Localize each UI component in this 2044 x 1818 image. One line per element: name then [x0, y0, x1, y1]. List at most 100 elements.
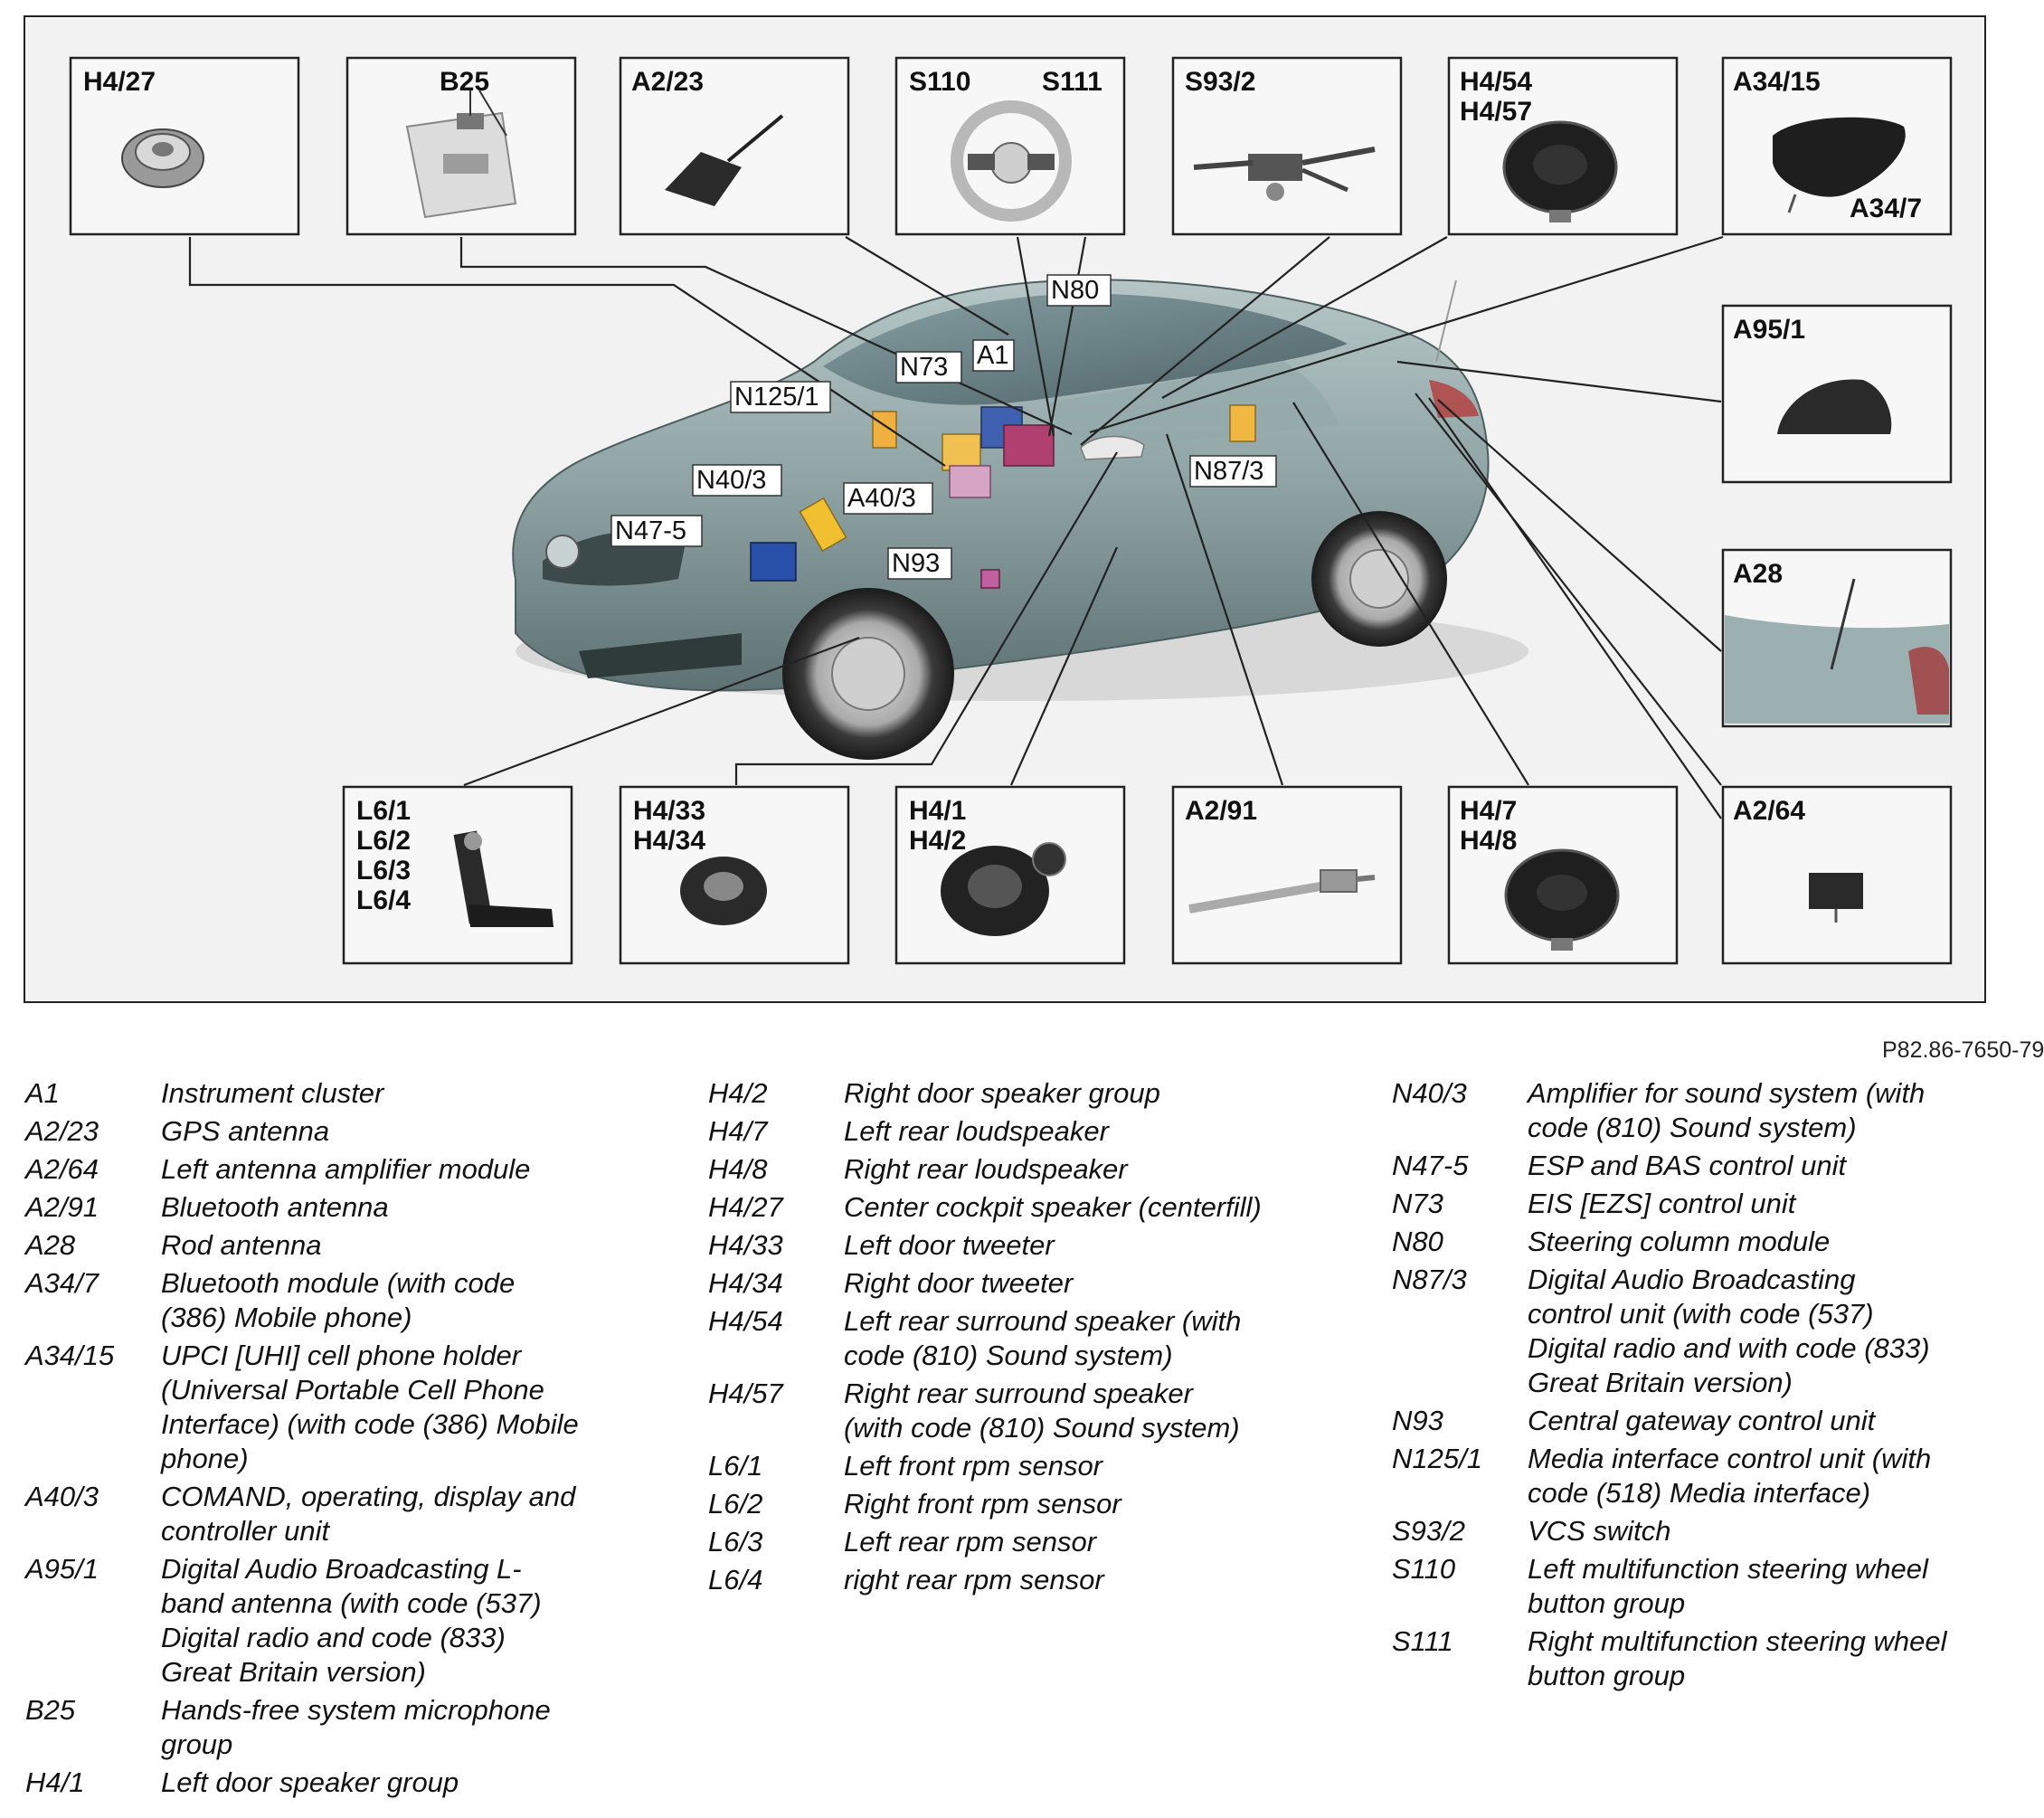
box-s93-2: [1171, 56, 1403, 236]
phone-holder-icon: [1773, 117, 1906, 213]
legend-code: A34/15: [25, 1340, 115, 1371]
legend-description: EIS [EZS] control unit: [1528, 1188, 1796, 1219]
legend-code: N93: [1392, 1405, 1443, 1436]
box-label: S110: [909, 67, 970, 97]
callout-label: N73: [900, 353, 948, 382]
legend-code: H4/27: [708, 1191, 783, 1223]
legend-code: A2/91: [25, 1191, 99, 1223]
callout-box: [895, 351, 962, 383]
legend-code: L6/1: [708, 1450, 763, 1482]
legend-code: A28: [25, 1229, 76, 1261]
legend-description: Bluetooth module (with code (386) Mobile…: [161, 1267, 516, 1333]
legend-code: H4/8: [708, 1153, 768, 1185]
legend-description: Right front rpm sensor: [844, 1488, 1121, 1520]
component-location-diagram: H4/27B25A2/23S110S111S93/2H4/54H4/57A34/…: [24, 15, 1986, 1003]
callout-box: [887, 547, 952, 580]
callout-box: [1189, 455, 1277, 488]
legend-description: Left rear rpm sensor: [844, 1526, 1097, 1558]
callout-label: N125/1: [734, 383, 819, 412]
legend-code: S93/2: [1392, 1515, 1466, 1547]
legend-code: S110: [1392, 1553, 1456, 1585]
legend-row: A28 Rod antenna: [25, 1228, 677, 1263]
legend-description: Left door tweeter: [844, 1229, 1055, 1261]
box-label: H4/8: [1460, 826, 1517, 856]
legend-description: VCS switch: [1528, 1515, 1671, 1547]
box-label: H4/33: [633, 796, 705, 826]
box-a2-91: [1171, 785, 1403, 965]
legend-description: Left door speaker group: [161, 1766, 459, 1798]
legend-code: N87/3: [1392, 1264, 1467, 1295]
legend-row: A2/64 Left antenna amplifier module: [25, 1152, 677, 1187]
legend-code: A34/7: [25, 1267, 99, 1299]
legend-description: Left multifunction steering wheel button…: [1528, 1553, 1928, 1619]
legend-row: N73 EIS [EZS] control unit: [1392, 1187, 1989, 1221]
legend-description: ESP and BAS control unit: [1528, 1150, 1847, 1181]
box-label: L6/3: [356, 856, 411, 885]
legend-description: Right door speaker group: [844, 1077, 1160, 1109]
callout-label: N93: [892, 549, 940, 578]
legend-code: H4/7: [708, 1115, 768, 1147]
box-label: A2/64: [1733, 796, 1805, 826]
box-label: A28: [1733, 559, 1783, 589]
legend-code: N73: [1392, 1188, 1443, 1219]
legend-code: A2/64: [25, 1153, 99, 1185]
legend-row: S93/2 VCS switch: [1392, 1514, 1989, 1548]
legend-row: A2/91 Bluetooth antenna: [25, 1190, 677, 1225]
box-label: A95/1: [1733, 315, 1805, 345]
rod-antenna-icon: [1725, 578, 1949, 724]
box-label: A34/7: [1850, 194, 1922, 223]
gps-antenna-icon: [665, 114, 784, 206]
callout-label: N87/3: [1194, 457, 1263, 486]
legend-description: Rod antenna: [161, 1229, 322, 1261]
callout-box: [972, 339, 1015, 372]
antenna-amplifier-icon: [1809, 873, 1863, 923]
legend-description: COMAND, operating, display and controlle…: [161, 1481, 576, 1547]
box-label: S93/2: [1185, 67, 1255, 97]
legend-description: Instrument cluster: [161, 1077, 384, 1109]
legend-description: right rear rpm sensor: [844, 1564, 1104, 1595]
box-label: A2/91: [1185, 796, 1257, 826]
legend-description: GPS antenna: [161, 1115, 330, 1147]
rear-loudspeaker-icon: [1504, 848, 1620, 951]
box-h4-27: [69, 56, 300, 236]
box-label: A34/15: [1733, 67, 1821, 97]
box-label: H4/57: [1460, 97, 1532, 127]
part-illustrations: [121, 90, 1949, 951]
dab-antenna-icon: [1777, 379, 1892, 434]
callout-label: A40/3: [847, 484, 916, 513]
legend-code: B25: [25, 1694, 76, 1726]
legend-code: H4/33: [708, 1229, 783, 1261]
legend-description: Left antenna amplifier module: [161, 1153, 531, 1185]
legend-code: A2/23: [25, 1115, 99, 1147]
box-label: B25: [440, 67, 489, 97]
box-label: H4/27: [83, 67, 156, 97]
legend-description: Right door tweeter: [844, 1267, 1074, 1299]
legend-row: S110 Left multifunction steering wheel bu…: [1392, 1552, 1989, 1621]
callout-label: N47-5: [615, 516, 686, 545]
callout-box: [692, 464, 782, 497]
car-illustration: [512, 279, 1528, 760]
vcs-switch-icon: [1193, 147, 1376, 201]
bluetooth-antenna-icon: [1188, 869, 1376, 914]
legend-description: Center cockpit speaker (centerfill): [844, 1191, 1262, 1223]
center-speaker-icon: [121, 128, 204, 188]
door-tweeter-icon: [680, 857, 767, 925]
legend-description: Bluetooth antenna: [161, 1191, 389, 1223]
box-label: L6/4: [356, 885, 411, 915]
